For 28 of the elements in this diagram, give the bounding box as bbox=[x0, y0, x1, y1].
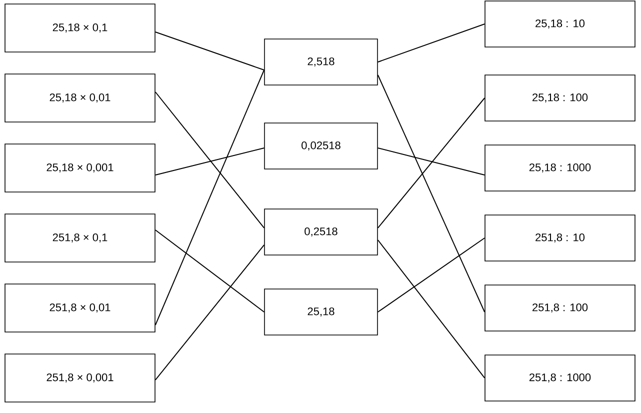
connector-line bbox=[154, 32, 265, 70]
connector-line bbox=[377, 74, 486, 312]
expression-box: 25,18 × 0,001 bbox=[4, 144, 156, 192]
expression-box: 251,8 × 0,001 bbox=[4, 354, 156, 402]
expression-box: 251,8 × 0,01 bbox=[4, 284, 156, 332]
connector-line bbox=[377, 240, 486, 378]
expression-box: 2,518 bbox=[264, 38, 378, 86]
expression-box: 0,2518 bbox=[264, 208, 378, 256]
expression-box: 25,18 : 1000 bbox=[484, 144, 636, 192]
connector-line bbox=[377, 238, 486, 312]
expression-box: 251,8 : 10 bbox=[484, 214, 636, 262]
expression-box: 25,18 : 10 bbox=[484, 0, 636, 48]
connector-line bbox=[154, 70, 265, 326]
connector-line bbox=[154, 148, 265, 176]
expression-box: 25,18 : 100 bbox=[484, 74, 636, 122]
connector-line bbox=[377, 98, 486, 228]
connector-line bbox=[377, 148, 486, 176]
expression-box: 25,18 bbox=[264, 288, 378, 336]
expression-box: 25,18 × 0,1 bbox=[4, 4, 156, 52]
expression-box: 251,8 × 0,1 bbox=[4, 214, 156, 262]
expression-box: 251,8 : 1000 bbox=[484, 354, 636, 402]
connector-line bbox=[154, 92, 265, 228]
expression-box: 25,18 × 0,01 bbox=[4, 74, 156, 122]
expression-box: 251,8 : 100 bbox=[484, 284, 636, 332]
expression-box: 0,02518 bbox=[264, 122, 378, 170]
connector-line bbox=[377, 24, 486, 62]
connector-line bbox=[154, 244, 265, 380]
connector-line bbox=[154, 230, 265, 312]
